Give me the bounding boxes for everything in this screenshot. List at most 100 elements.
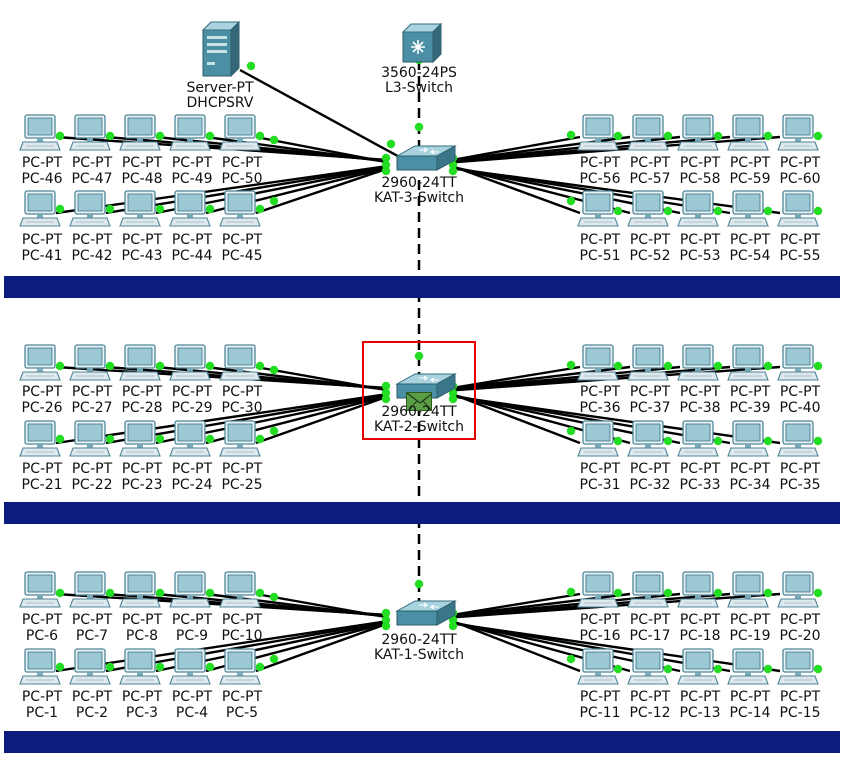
link-status-light <box>205 588 215 598</box>
pc-icon[interactable] <box>627 420 669 457</box>
pc-icon[interactable] <box>219 571 261 608</box>
pc-icon[interactable] <box>19 571 61 608</box>
pc-icon[interactable] <box>727 571 769 608</box>
link-cable[interactable] <box>255 622 389 673</box>
pc-icon[interactable] <box>19 190 61 227</box>
pc-icon[interactable] <box>169 571 211 608</box>
pc-icon[interactable] <box>777 571 819 608</box>
pc-icon[interactable] <box>69 344 111 381</box>
links-layer <box>55 60 781 673</box>
envelope-icon[interactable] <box>406 392 432 411</box>
pc-name-label: PC-50 <box>221 171 263 187</box>
pc-icon[interactable] <box>727 648 769 685</box>
pc-name-label: PC-41 <box>21 248 63 264</box>
pc-icon[interactable] <box>777 114 819 151</box>
pc-icon[interactable] <box>119 420 161 457</box>
link-cable[interactable] <box>451 167 781 215</box>
pc-name-label: PC-26 <box>21 400 63 416</box>
link-cable[interactable] <box>451 164 581 215</box>
link-cable[interactable] <box>255 167 389 215</box>
pc-type-label: PC-PT <box>679 155 721 171</box>
pc-icon[interactable] <box>577 571 619 608</box>
pc-icon[interactable] <box>577 420 619 457</box>
pc-icon[interactable] <box>777 420 819 457</box>
pc-icon[interactable] <box>677 344 719 381</box>
pc-icon[interactable] <box>627 648 669 685</box>
pc-icon[interactable] <box>577 344 619 381</box>
pc-icon[interactable] <box>219 648 261 685</box>
pc-icon[interactable] <box>119 648 161 685</box>
pc-icon[interactable] <box>19 114 61 151</box>
pc-icon[interactable] <box>677 420 719 457</box>
link-cable[interactable] <box>451 395 781 445</box>
switch-icon[interactable] <box>395 145 457 171</box>
pc-icon[interactable] <box>727 114 769 151</box>
pc-icon[interactable] <box>69 571 111 608</box>
pc-icon[interactable] <box>219 344 261 381</box>
pc-icon[interactable] <box>119 344 161 381</box>
pc-icon[interactable] <box>777 648 819 685</box>
pc-icon[interactable] <box>219 190 261 227</box>
link-status-light <box>613 361 623 371</box>
server-icon[interactable] <box>201 20 241 78</box>
pc-name-label: PC-10 <box>221 628 263 644</box>
pc-icon[interactable] <box>627 190 669 227</box>
pc-icon[interactable] <box>677 114 719 151</box>
pc-icon[interactable] <box>577 190 619 227</box>
link-cable[interactable] <box>451 135 581 162</box>
pc-type-label: PC-PT <box>629 232 671 248</box>
switch-icon[interactable] <box>395 600 457 626</box>
pc-icon[interactable] <box>627 114 669 151</box>
pc-icon[interactable] <box>219 420 261 457</box>
pc-icon[interactable] <box>677 571 719 608</box>
pc-icon[interactable] <box>69 190 111 227</box>
pc-icon[interactable] <box>119 114 161 151</box>
link-status-light <box>813 361 823 371</box>
link-cable[interactable] <box>451 592 581 617</box>
pc-name-label: PC-15 <box>779 705 821 721</box>
link-cable[interactable] <box>55 392 389 445</box>
pc-name-label: PC-34 <box>729 477 771 493</box>
pc-icon[interactable] <box>677 648 719 685</box>
pc-icon[interactable] <box>119 190 161 227</box>
pc-icon[interactable] <box>169 114 211 151</box>
link-status-light <box>205 662 215 672</box>
link-status-light <box>613 588 623 598</box>
pc-icon[interactable] <box>19 648 61 685</box>
pc-icon[interactable] <box>19 344 61 381</box>
pc-icon[interactable] <box>727 344 769 381</box>
pc-icon[interactable] <box>627 344 669 381</box>
link-cable[interactable] <box>451 365 581 390</box>
link-cable[interactable] <box>239 68 406 162</box>
pc-icon[interactable] <box>119 571 161 608</box>
pc-name-label: PC-57 <box>629 171 671 187</box>
pc-icon[interactable] <box>169 344 211 381</box>
pc-icon[interactable] <box>627 571 669 608</box>
pc-name-label: PC-21 <box>21 477 63 493</box>
pc-icon[interactable] <box>69 114 111 151</box>
link-cable[interactable] <box>451 622 781 673</box>
pc-icon[interactable] <box>777 344 819 381</box>
pc-icon[interactable] <box>727 190 769 227</box>
pc-icon[interactable] <box>777 190 819 227</box>
link-status-light <box>205 434 215 444</box>
link-cable[interactable] <box>55 619 389 673</box>
link-cable[interactable] <box>451 392 581 445</box>
pc-icon[interactable] <box>219 114 261 151</box>
pc-icon[interactable] <box>169 190 211 227</box>
pc-icon[interactable] <box>169 648 211 685</box>
link-cable[interactable] <box>255 395 389 445</box>
pc-icon[interactable] <box>169 420 211 457</box>
pc-icon[interactable] <box>69 648 111 685</box>
pc-type-label: PC-PT <box>221 155 263 171</box>
pc-icon[interactable] <box>727 420 769 457</box>
pc-icon[interactable] <box>577 114 619 151</box>
multilayer-switch-icon[interactable] <box>401 22 443 64</box>
link-cable[interactable] <box>451 135 681 163</box>
pc-icon[interactable] <box>677 190 719 227</box>
pc-icon[interactable] <box>577 648 619 685</box>
link-cable[interactable] <box>451 619 581 673</box>
pc-icon[interactable] <box>69 420 111 457</box>
pc-icon[interactable] <box>19 420 61 457</box>
